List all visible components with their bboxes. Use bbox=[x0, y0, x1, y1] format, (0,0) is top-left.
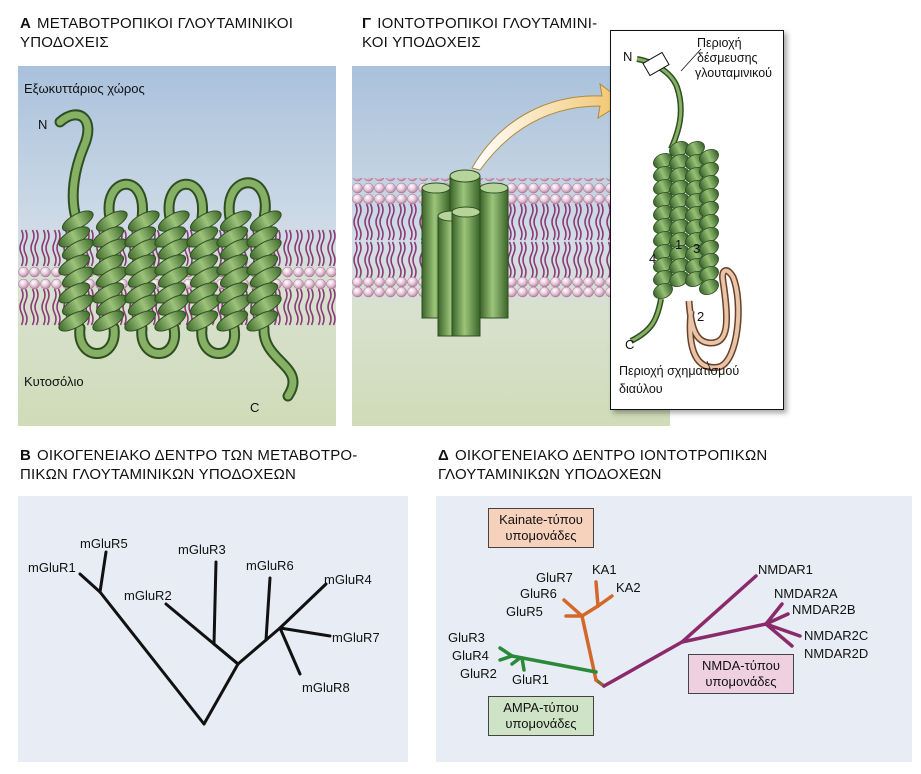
extracellular-label: Εξωκυττάριος χώρος bbox=[24, 81, 145, 96]
n-terminal-label: N bbox=[38, 117, 47, 132]
panel-d-title-text: ΟΙΚΟΓΕΝΕΙΑΚΟ ΔΕΝΤΡΟ ΙΟΝΤΟΤΡΟΠΙΚΩΝ ΓΛΟΥΤΑ… bbox=[438, 447, 768, 483]
binding-region-line1: Περιοχή bbox=[697, 36, 742, 50]
leaf-mGluR8: mGluR8 bbox=[302, 680, 350, 695]
segment-1-label: 1 bbox=[675, 237, 682, 252]
panel-a-letter: Α bbox=[20, 15, 32, 32]
helix-tm7 bbox=[246, 210, 282, 332]
c-terminal-label: C bbox=[250, 400, 259, 415]
leaf-NMDAR2C: NMDAR2C bbox=[804, 628, 868, 643]
coil-4 bbox=[699, 148, 719, 296]
leaf-KA2: KA2 bbox=[616, 580, 641, 595]
segment-2-label: 2 bbox=[697, 309, 704, 324]
leaf-mGluR1: mGluR1 bbox=[28, 560, 76, 575]
leaf-mGluR7: mGluR7 bbox=[332, 630, 380, 645]
leaf-mGluR5: mGluR5 bbox=[80, 536, 128, 551]
ampa-subunits-box: AMPA-τύπου υπομονάδες bbox=[488, 696, 594, 736]
panel-d-letter: Δ bbox=[438, 447, 449, 464]
metabotropic-tree-branches bbox=[78, 550, 332, 726]
transmembrane-helices bbox=[58, 210, 282, 332]
panel-b-title-text: ΟΙΚΟΓΕΝΕΙΑΚΟ ΔΕΝΤΡΟ ΤΩΝ ΜΕΤΑΒΟΤΡΟ- ΠΙΚΩΝ… bbox=[20, 447, 358, 483]
helix-tm5 bbox=[186, 210, 222, 332]
leaf-GluR2: GluR2 bbox=[460, 666, 497, 681]
leaf-GluR3: GluR3 bbox=[448, 630, 485, 645]
leaf-NMDAR2B: NMDAR2B bbox=[792, 602, 856, 617]
channel-region-line2: διαύλου bbox=[619, 382, 663, 396]
coil-2 bbox=[669, 140, 689, 288]
leaf-GluR1: GluR1 bbox=[512, 672, 549, 687]
binding-region-line2: δέσμευσης bbox=[697, 51, 758, 65]
segment-3-label: 3 bbox=[693, 241, 700, 256]
panel-a-metabotropic-diagram: Εξωκυττάριος χώρος N Κυτοσόλιο C bbox=[18, 66, 336, 426]
binding-region-line3: γλουταμινικού bbox=[695, 66, 772, 80]
helix-tm3 bbox=[124, 210, 160, 332]
channel-subunits bbox=[421, 169, 509, 337]
helix-tm2 bbox=[92, 210, 128, 332]
cytosolic-loops bbox=[74, 322, 241, 359]
nmda-subunits-box: NMDA-τύπου υπομονάδες bbox=[688, 654, 794, 694]
transmembrane-coils bbox=[653, 140, 719, 300]
panel-a-title-text: ΜΕΤΑΒΟΤΡΟΠΙΚΟΙ ΓΛΟΥΤΑΜΙΝΙΚΟΙ ΥΠΟΔΟΧΕΙΣ bbox=[20, 15, 294, 51]
leaf-NMDAR2A: NMDAR2A bbox=[774, 586, 838, 601]
segment-4-label: 4 bbox=[649, 251, 656, 266]
leaf-NMDAR2D: NMDAR2D bbox=[804, 646, 868, 661]
leaf-GluR4: GluR4 bbox=[452, 648, 489, 663]
leaf-GluR5: GluR5 bbox=[506, 604, 543, 619]
helix-tm4 bbox=[154, 210, 190, 332]
callout-c-label: C bbox=[625, 337, 634, 352]
panel-b-tree: mGluR1 mGluR5 mGluR2 mGluR3 mGluR6 mGluR… bbox=[18, 496, 408, 762]
panel-g-letter: Γ bbox=[362, 15, 372, 32]
ionotropic-tree-branches bbox=[498, 574, 802, 688]
leaf-KA1: KA1 bbox=[592, 562, 617, 577]
binding-site-marker bbox=[642, 51, 670, 77]
leaf-mGluR3: mGluR3 bbox=[178, 542, 226, 557]
leaf-mGluR4: mGluR4 bbox=[324, 572, 372, 587]
panel-g-title-text: ΙΟΝΤΟΤΡΟΠΙΚΟΙ ΓΛΟΥΤΑΜΙΝΙ- ΚΟΙ ΥΠΟΔΟΧΕΙΣ bbox=[362, 15, 598, 51]
leaf-mGluR2: mGluR2 bbox=[124, 588, 172, 603]
panel-b-letter: Β bbox=[20, 447, 32, 464]
extracellular-loops bbox=[103, 177, 271, 224]
subunit-topology: N C Περιοχή δέσμευσης γλουταμινικού Περι… bbox=[619, 36, 772, 396]
callout-n-label: N bbox=[623, 49, 632, 64]
ionotropic-leaf-labels: GluR7 GluR6 GluR5 KA1 KA2 GluR3 GluR4 Gl… bbox=[448, 562, 868, 687]
kainate-subunits-box: Kainate-τύπου υπομονάδες bbox=[488, 508, 594, 548]
coil-1 bbox=[653, 152, 673, 300]
leaf-NMDAR1: NMDAR1 bbox=[758, 562, 813, 577]
channel-region-line1: Περιοχή σχηματισμού bbox=[619, 364, 739, 378]
cytosol-label: Κυτοσόλιο bbox=[24, 374, 84, 389]
leaf-mGluR6: mGluR6 bbox=[246, 558, 294, 573]
helix-tm1 bbox=[58, 210, 94, 332]
leaf-GluR6: GluR6 bbox=[520, 586, 557, 601]
metabotropic-leaf-labels: mGluR1 mGluR5 mGluR2 mGluR3 mGluR6 mGluR… bbox=[28, 536, 380, 695]
leaf-GluR7: GluR7 bbox=[536, 570, 573, 585]
ionotropic-subunit-callout: N C Περιοχή δέσμευσης γλουταμινικού Περι… bbox=[610, 30, 784, 410]
